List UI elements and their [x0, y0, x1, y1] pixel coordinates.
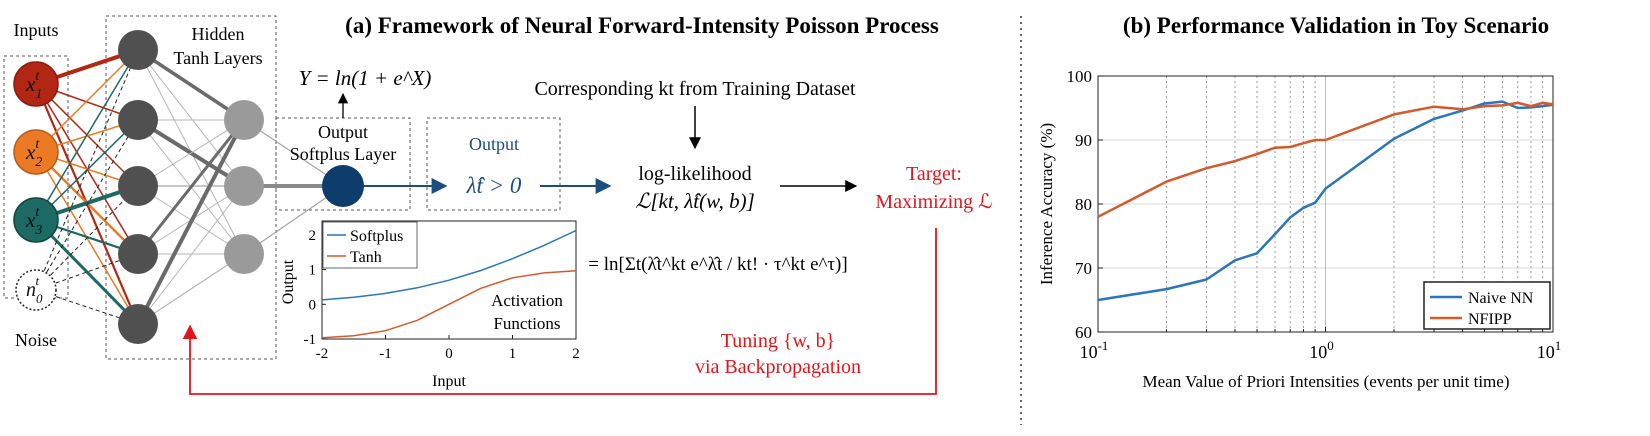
input-link: [35, 49, 139, 153]
tuning-label-1: Tuning {w, b}: [721, 330, 835, 352]
noise-node-label: n0t: [26, 273, 43, 306]
inset-xtick-label: 2: [572, 346, 580, 362]
hidden-link: [137, 253, 245, 325]
loglik-label: log-likelihood: [638, 163, 751, 185]
chart-b-ytick-label: 60: [1075, 323, 1092, 342]
hidden-link: [136, 119, 246, 325]
hidden-link: [137, 185, 245, 325]
inset-ylabel: Output: [280, 259, 297, 304]
hidden1-node-1: [118, 30, 158, 70]
input-label-2: x2t: [25, 137, 42, 170]
hidden1-node-2: [118, 100, 158, 140]
training-label: Corresponding kt from Training Dataset: [534, 78, 856, 100]
chart-b-ytick-label: 70: [1075, 259, 1092, 278]
hidden1-node-4: [118, 234, 158, 274]
hidden1-node-3: [118, 166, 158, 206]
input-label-1: x1t: [25, 69, 42, 102]
input-label-3: x3t: [25, 205, 42, 238]
network-nodes: [13, 30, 364, 344]
noise-link: [35, 119, 139, 291]
hidden2-node-2: [224, 166, 264, 206]
noise-link: [35, 185, 139, 291]
tuning-label-2: via Backpropagation: [695, 356, 861, 378]
backprop-arrow: [182, 228, 937, 395]
softplus-label-2: Softplus Layer: [290, 144, 396, 164]
inputs-label: Inputs: [14, 20, 59, 40]
chart-b-ytick-label: 80: [1075, 195, 1092, 214]
hidden-link: [136, 119, 246, 255]
chart-b-xlabel: Mean Value of Priori Intensities (events…: [1143, 372, 1510, 391]
chart-b-legend-box: [1423, 281, 1551, 330]
inset-lines: [321, 229, 577, 339]
output-label: Output: [469, 134, 519, 154]
hidden-link: [137, 48, 245, 122]
chart-b-ytick-label: 90: [1075, 131, 1092, 150]
inset-annotation-1: Activation: [491, 291, 563, 310]
noise-link: [35, 49, 139, 291]
panel-a-title: (a) Framework of Neural Forward-Intensit…: [345, 13, 939, 38]
noise-label: Noise: [15, 330, 57, 350]
input-node-1: [13, 61, 59, 107]
performance-chart: (b) Performance Validation in Toy Scenar…: [1037, 13, 1561, 391]
inset-ytick-label: -1: [304, 332, 317, 348]
inset-legend-tanh: Tanh: [350, 249, 382, 266]
chart-b-title: (b) Performance Validation in Toy Scenar…: [1123, 13, 1549, 38]
input-link: [34, 218, 140, 326]
inset-series-softplus: [321, 229, 577, 301]
hidden-label-2: Tanh Layers: [173, 48, 262, 68]
inset-legend-softplus: Softplus: [350, 228, 403, 245]
chart-b-xtick-label: 100: [1309, 338, 1334, 362]
inset-ytick-label: 0: [309, 297, 317, 313]
hidden-box: [105, 15, 277, 360]
hidden2-node-3: [224, 234, 264, 274]
chart-b-legend-nfipp: NFIPP: [1468, 311, 1512, 328]
chart-b-ylabel: Inference Accuracy (%): [1037, 123, 1056, 285]
softplus-output-node: [322, 165, 364, 207]
inset-ytick-label: 2: [309, 228, 317, 244]
inset-xlabel: Input: [432, 373, 466, 390]
input-link: [35, 49, 139, 221]
noise-node: [15, 269, 57, 311]
inset-legend-box: [322, 221, 418, 269]
inset-xtick-label: 0: [445, 346, 453, 362]
chart-b-series-nfipp: [1097, 101, 1554, 218]
inset-ytick-label: 1: [309, 263, 317, 279]
target-label-1: Target:: [906, 163, 962, 185]
inset-xtick-label: 1: [509, 346, 517, 362]
inset-annotation-2: Functions: [493, 314, 560, 333]
inset-xtick-label: -1: [379, 346, 392, 362]
hidden-link: [137, 49, 245, 187]
output-box: [426, 117, 561, 211]
inset-xtick-label: -2: [316, 346, 329, 362]
hidden-link: [137, 119, 245, 187]
chart-b-xtick-label: 101: [1537, 338, 1562, 362]
chart-b-ytick-label: 100: [1067, 67, 1093, 86]
chart-b-xtick-label: 10-1: [1080, 338, 1109, 362]
hidden2-node-1: [224, 100, 264, 140]
loglik-formula: = ln[Σt(λ̂t^kt e^λ̂t / kt! · τ^kt e^τ)]: [588, 254, 847, 275]
input-link: [35, 119, 139, 221]
chart-b-series-naive-nn: [1097, 100, 1554, 302]
loglik-expression: ℒ[kt, λ̂t(w, b)]: [635, 189, 755, 213]
inset-series-tanh: [321, 270, 577, 339]
chart-b-legend-naive: Naive NN: [1468, 290, 1534, 307]
input-node-2: [13, 129, 59, 175]
hidden1-node-5: [118, 304, 158, 344]
chart-b-lines: [1097, 100, 1554, 302]
softplus-formula: Y = ln(1 + e^X): [299, 66, 432, 90]
target-label-2: Maximizing ℒ: [875, 191, 992, 213]
softplus-label-1: Output: [318, 122, 368, 142]
hidden-label-1: Hidden: [192, 24, 245, 44]
input-node-3: [13, 197, 59, 243]
panel-a: (a) Framework of Neural Forward-Intensit…: [3, 13, 993, 395]
output-expression: λ̂t > 0: [466, 173, 522, 198]
